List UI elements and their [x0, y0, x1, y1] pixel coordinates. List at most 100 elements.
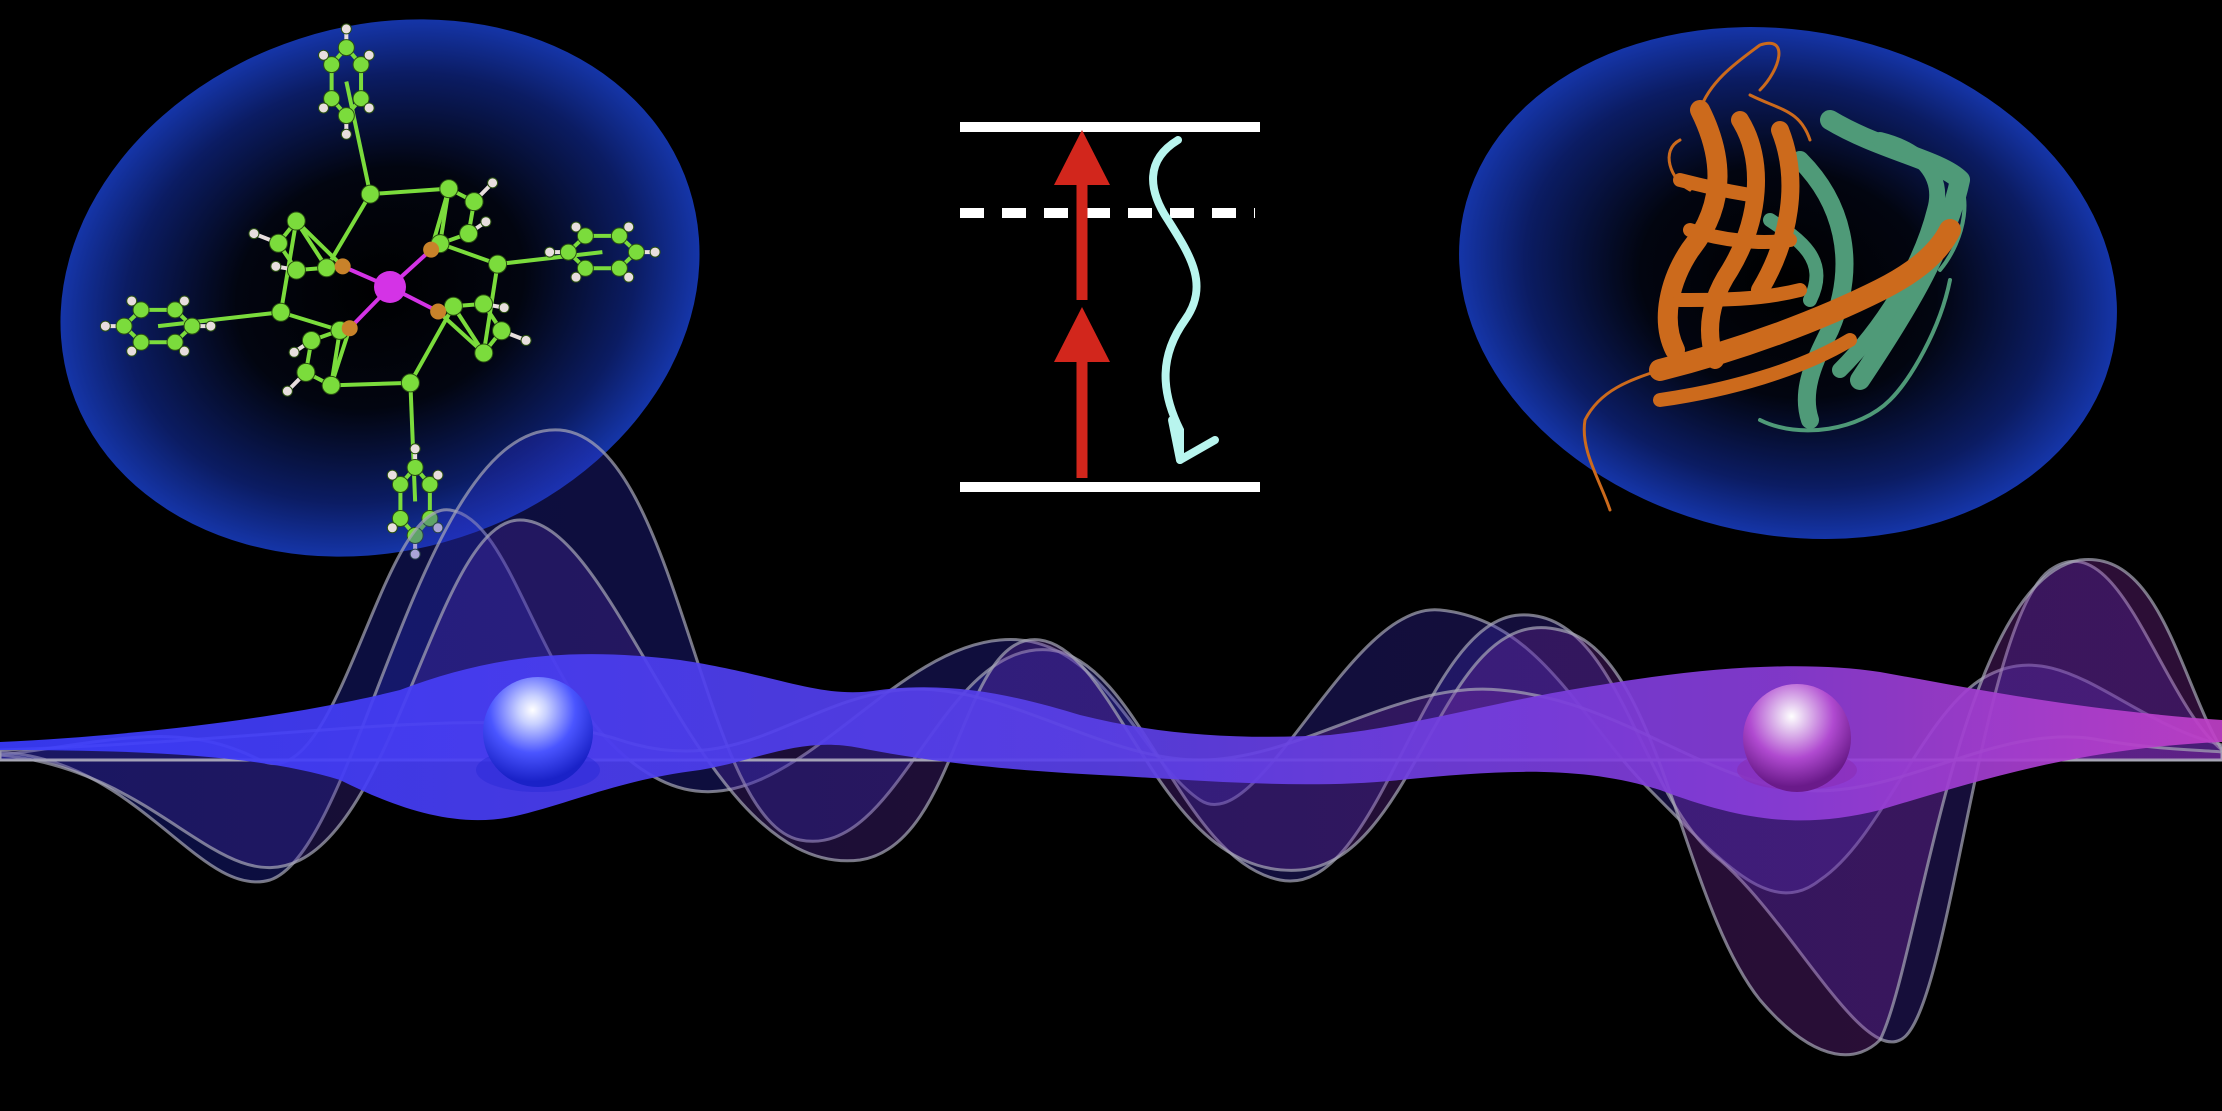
atom [576, 259, 594, 277]
nitrogen-atom [430, 303, 447, 320]
bond [331, 380, 411, 388]
bond [408, 305, 456, 384]
atom [520, 334, 532, 346]
atom [132, 301, 150, 319]
bond [280, 310, 341, 333]
wave-envelope-3 [0, 518, 2222, 1057]
atom [391, 475, 409, 493]
atom [270, 260, 282, 272]
atom [166, 301, 184, 319]
emission-arrow [1149, 136, 1219, 464]
atom [498, 302, 510, 314]
atom [443, 296, 463, 316]
atom [352, 90, 370, 108]
atom [363, 49, 375, 61]
atom [268, 233, 288, 253]
nitrogen-atom [334, 258, 351, 275]
atom [649, 246, 661, 258]
atom [623, 221, 635, 233]
bond [370, 186, 449, 197]
atom [248, 228, 260, 240]
atom [323, 56, 341, 74]
atom [409, 443, 421, 455]
right-halo [1459, 27, 2117, 539]
atom [439, 179, 459, 199]
atom [570, 271, 582, 283]
atom [178, 295, 190, 307]
atom [321, 375, 341, 395]
excitation-arrows [1054, 130, 1110, 478]
atom [126, 295, 138, 307]
fluorescent-protein-icon [1459, 27, 2117, 539]
wave-packets [0, 428, 2222, 1057]
bond [497, 250, 603, 267]
atom [492, 321, 512, 341]
atom [406, 458, 424, 476]
atom [166, 333, 184, 351]
atom [391, 509, 409, 527]
atom [281, 385, 293, 397]
atom [421, 475, 439, 493]
atom [286, 211, 306, 231]
atom [318, 102, 330, 114]
bond [408, 382, 418, 502]
atom [488, 254, 508, 274]
energy-level-diagram [960, 122, 1260, 492]
atom [386, 522, 398, 534]
atom [183, 317, 201, 335]
atom [544, 246, 556, 258]
protein-ribbon [1582, 41, 1970, 512]
atom [132, 333, 150, 351]
bond [439, 241, 499, 267]
atom [115, 317, 133, 335]
atom [296, 362, 316, 382]
atom [271, 302, 291, 322]
atom [474, 294, 494, 314]
porphyrin-structure [99, 23, 661, 560]
atom [340, 23, 352, 35]
atom [317, 258, 337, 278]
atom [464, 192, 484, 212]
bond [344, 81, 373, 195]
atom [337, 39, 355, 57]
atom [474, 343, 494, 363]
atom [623, 271, 635, 283]
atom [570, 221, 582, 233]
atom [288, 346, 300, 358]
atom [459, 223, 479, 243]
nitrogen-atom [423, 241, 440, 258]
atom [352, 56, 370, 74]
atom [610, 227, 628, 245]
bond [157, 310, 282, 329]
atom [178, 345, 190, 357]
porphyrin-molecule-icon [60, 19, 700, 560]
bond [324, 193, 372, 269]
atom [99, 320, 111, 332]
metal-center [374, 271, 406, 303]
nitrogen-atom [341, 320, 358, 337]
atom [205, 320, 217, 332]
atom [323, 90, 341, 108]
bond [329, 327, 352, 386]
excitation-arrowhead-upper [1054, 130, 1110, 185]
atom [487, 177, 499, 189]
atom [432, 469, 444, 481]
atom [301, 331, 321, 351]
atom [337, 107, 355, 125]
atom [480, 216, 492, 228]
bond [294, 219, 345, 268]
atom [126, 345, 138, 357]
atom [340, 128, 352, 140]
atom [360, 184, 380, 204]
atom [363, 102, 375, 114]
atom [400, 373, 420, 393]
right-particle-sphere [1737, 684, 1857, 792]
atom [386, 469, 398, 481]
left-particle-sphere [476, 677, 600, 792]
excitation-arrowhead-lower [1054, 307, 1110, 362]
atom [559, 243, 577, 261]
atom [610, 259, 628, 277]
atom [318, 49, 330, 61]
